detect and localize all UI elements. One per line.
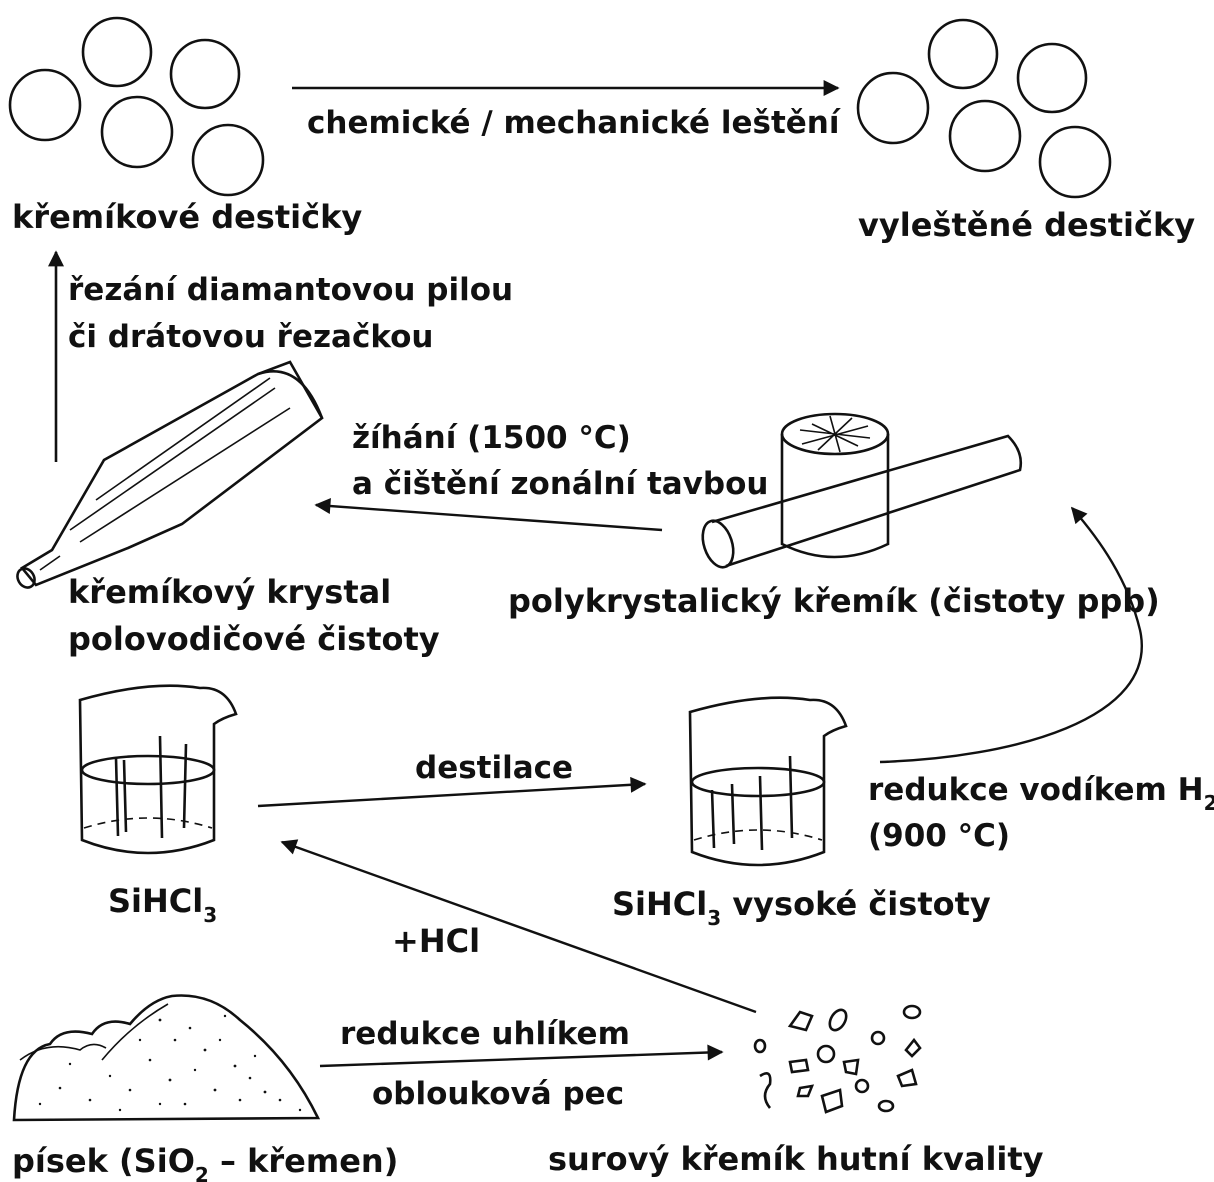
distillation-label: destilace [415, 750, 573, 786]
polysilicon-icon [701, 412, 1023, 569]
hcl-label: +HCl [392, 922, 480, 960]
wafers-icon [8, 16, 265, 197]
cutting-label-line1: řezání diamantovou pilou [68, 272, 513, 308]
hydrogen-label-line1: redukce vodíkem H2 [868, 772, 1214, 815]
carbon-label-line2: oblouková pec [372, 1076, 624, 1112]
silicon-lumps-icon [753, 1004, 922, 1114]
polished-wafers-icon [856, 18, 1112, 199]
sand-pile-icon [12, 994, 321, 1122]
sand-label: písek (SiO2 – křemen) [12, 1142, 398, 1182]
annealing-arrow [314, 498, 663, 532]
sihcl3-label: SiHCl3 [108, 882, 217, 927]
polishing-label: chemické / mechanické leštění [307, 105, 841, 141]
carbon-label-line1: redukce uhlíkem [340, 1016, 630, 1052]
pure-beaker-icon [688, 696, 848, 867]
pure-sihcl3-label: SiHCl3 vysoké čistoty [612, 885, 991, 930]
crystal-label-line1: křemíkový krystal [68, 573, 391, 611]
crystal-ingot-icon [16, 360, 324, 589]
polysilicon-label: polykrystalický křemík (čistoty ppb) [508, 582, 1160, 620]
annealing-label-line2: a čištění zonální tavbou [352, 466, 768, 502]
crystal-label-line2: polovodičové čistoty [68, 620, 440, 658]
distillation-arrow [257, 776, 647, 808]
hydrogen-reduction-arrow [879, 506, 1143, 764]
beaker-icon [78, 684, 238, 855]
raw-silicon-label: surový křemík hutní kvality [548, 1140, 1044, 1178]
polished-wafers-label: vyleštěné destičky [858, 206, 1195, 244]
cutting-label-line2: či drátovou řezačkou [68, 319, 433, 355]
hydrogen-label-line2: (900 °C) [868, 818, 1010, 854]
wafers-label: křemíkové destičky [12, 198, 362, 236]
carbon-reduction-arrow [319, 1044, 724, 1068]
hcl-arrow [280, 839, 757, 1014]
annealing-label-line1: žíhání (1500 °C) [352, 420, 631, 456]
